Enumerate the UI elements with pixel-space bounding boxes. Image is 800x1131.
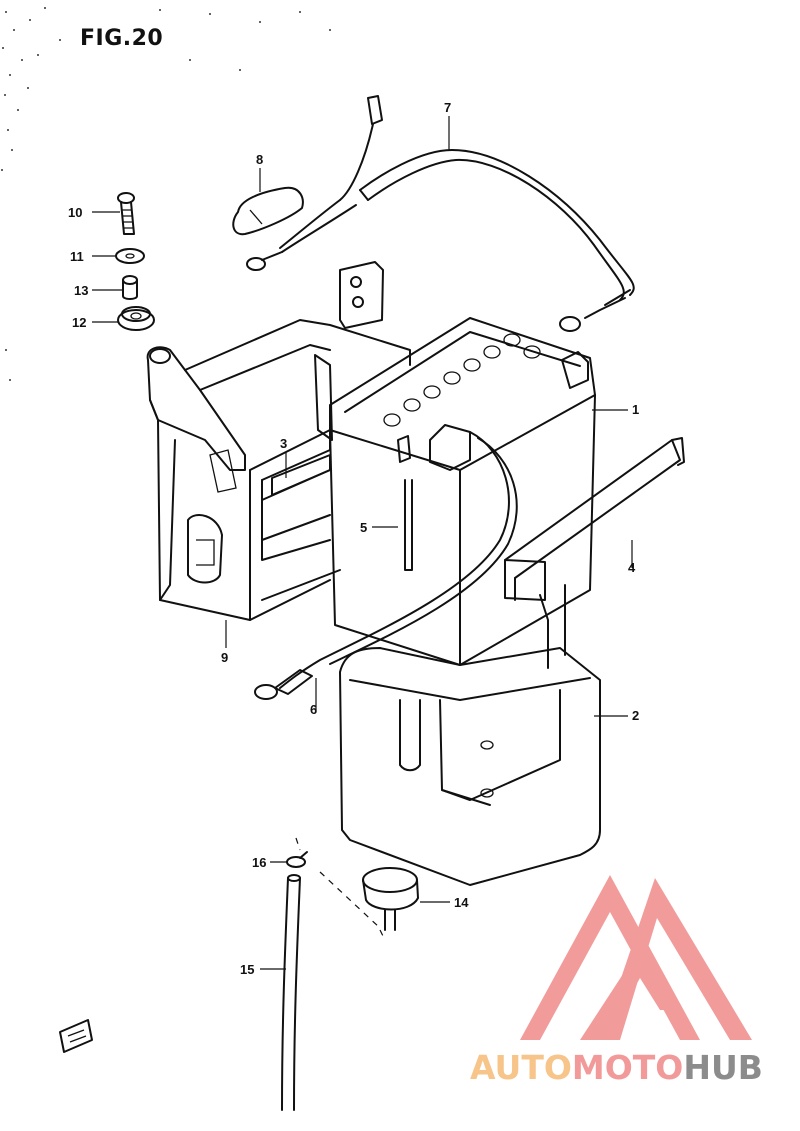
figure-title: FIG.20 — [80, 26, 164, 51]
callout-leaders — [92, 116, 633, 970]
part-6-ground-cable — [254, 431, 518, 700]
part-10-bolt — [117, 192, 135, 235]
callout-14: 14 — [454, 895, 469, 910]
callout-11: 11 — [70, 249, 84, 264]
callout-7: 7 — [444, 100, 451, 115]
part-4-strap — [504, 437, 685, 669]
assembly-lines — [295, 837, 386, 941]
part-1-battery — [329, 317, 596, 666]
stamp-mark — [59, 1019, 93, 1053]
callout-1: 1 — [632, 402, 639, 417]
part-12-grommet — [117, 306, 155, 331]
part-16-clip — [286, 851, 308, 868]
callout-6: 6 — [310, 702, 317, 717]
watermark-moto: MOTO — [571, 1048, 684, 1087]
watermark-text: AUTOMOTOHUB — [470, 1048, 763, 1087]
callout-8: 8 — [256, 152, 263, 167]
part-8-terminal-cover — [232, 186, 304, 236]
part-15-breather-hose — [281, 874, 301, 1111]
callout-16: 16 — [252, 855, 266, 870]
scan-noise — [1, 7, 331, 381]
watermark-auto: AUTO — [470, 1048, 572, 1087]
part-2-battery-tray — [339, 647, 601, 886]
part-14-damper — [362, 867, 419, 931]
part-3-pad — [271, 454, 331, 496]
callout-4: 4 — [628, 560, 636, 575]
callout-10: 10 — [68, 205, 82, 220]
callout-12: 12 — [72, 315, 86, 330]
part-13-collar — [122, 275, 138, 300]
part-9-battery-holder — [146, 261, 411, 621]
callout-labels: 1 2 3 4 5 6 7 8 9 10 11 13 12 14 15 16 — [68, 100, 639, 977]
callout-3: 3 — [280, 436, 287, 451]
watermark-logo-icon — [520, 875, 752, 1040]
watermark-hub: HUB — [683, 1048, 763, 1087]
part-7-battery-cable — [246, 95, 635, 332]
callout-2: 2 — [632, 708, 639, 723]
callout-9: 9 — [221, 650, 228, 665]
callout-15: 15 — [240, 962, 254, 977]
callout-5: 5 — [360, 520, 367, 535]
callout-13: 13 — [74, 283, 88, 298]
part-11-washer — [115, 248, 145, 264]
